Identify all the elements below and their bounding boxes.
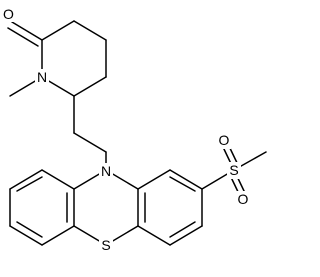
bond-left-2 [9,169,43,190]
sulfonyl-oxygen-top-label: O [219,132,230,148]
central-thiazine-ring [73,169,139,246]
bond-ch2-ch2 [73,132,107,153]
bond-left-4 [9,225,43,246]
carbonyl-oxygen-label: O [3,6,14,22]
bond-right-inner-a [169,176,196,192]
atom-labels: O N N S S O O [2,5,250,254]
bond-left-inner-a [16,176,43,192]
bond-c2-c3 [41,20,75,41]
bond-right-4 [169,225,203,246]
bond-left-1 [41,169,75,190]
structure-canvas: O N N S S O O [2,5,267,254]
bond-c2-o-double-a [11,21,43,41]
bond-right-2 [169,169,203,190]
bond-c5-c6 [73,76,107,97]
sulfonyl-oxygen-bottom-label: O [238,191,249,207]
bond-left-5 [41,225,75,246]
amide-nitrogen-label: N [37,69,47,85]
right-benzo-ring [137,169,203,246]
ring-sulfur-label: S [101,237,110,253]
sulfonyl-sulfur-label: S [229,162,238,178]
bond-right-1 [137,169,171,190]
bond-right-inner-b [169,221,196,238]
molecule-diagram: O N N S S O O [2,5,267,254]
bond-left-inner-b [16,221,43,238]
bond-c2-o-double-b [7,27,39,47]
bond-right-5 [137,225,171,246]
phenothiazine-nitrogen-label: N [101,163,111,179]
ethyl-linker [73,95,107,171]
left-benzo-ring [9,169,75,246]
bond-c3-c4 [73,20,107,41]
piperidinone-ring [7,20,107,97]
